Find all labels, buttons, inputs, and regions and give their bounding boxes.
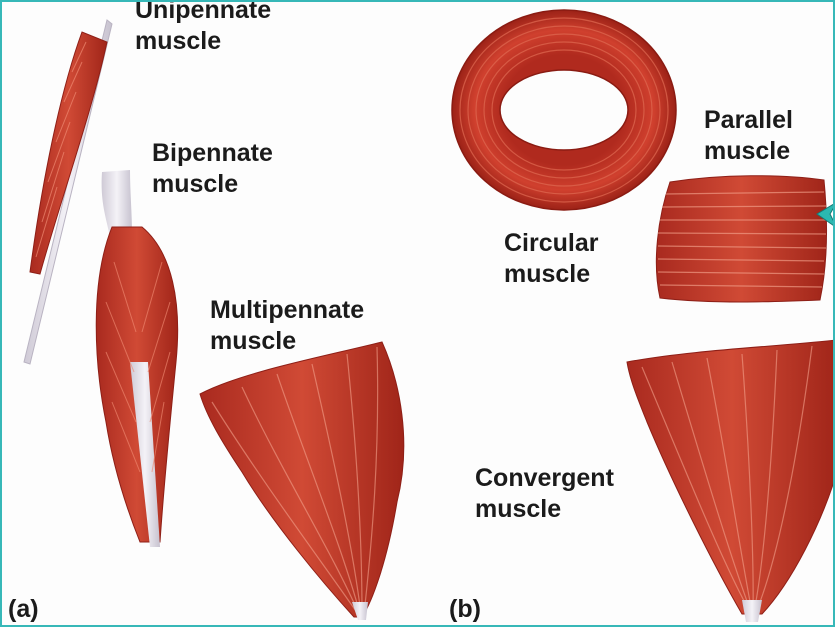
multipennate-label: Multipennate muscle xyxy=(210,295,364,357)
unipennate-label: Unipennate muscle xyxy=(135,0,271,57)
parallel-muscle xyxy=(656,176,826,302)
bipennate-label: Bipennate muscle xyxy=(152,138,273,200)
panel-a-label: (a) xyxy=(8,595,39,624)
circular-label: Circular muscle xyxy=(504,228,598,290)
parallel-label: Parallel muscle xyxy=(704,105,793,167)
panel-b-label: (b) xyxy=(449,595,481,624)
convergent-muscle xyxy=(627,340,835,622)
circular-muscle xyxy=(452,10,676,210)
multipennate-muscle xyxy=(200,342,404,620)
bipennate-muscle xyxy=(96,170,177,547)
convergent-label: Convergent muscle xyxy=(475,463,614,525)
